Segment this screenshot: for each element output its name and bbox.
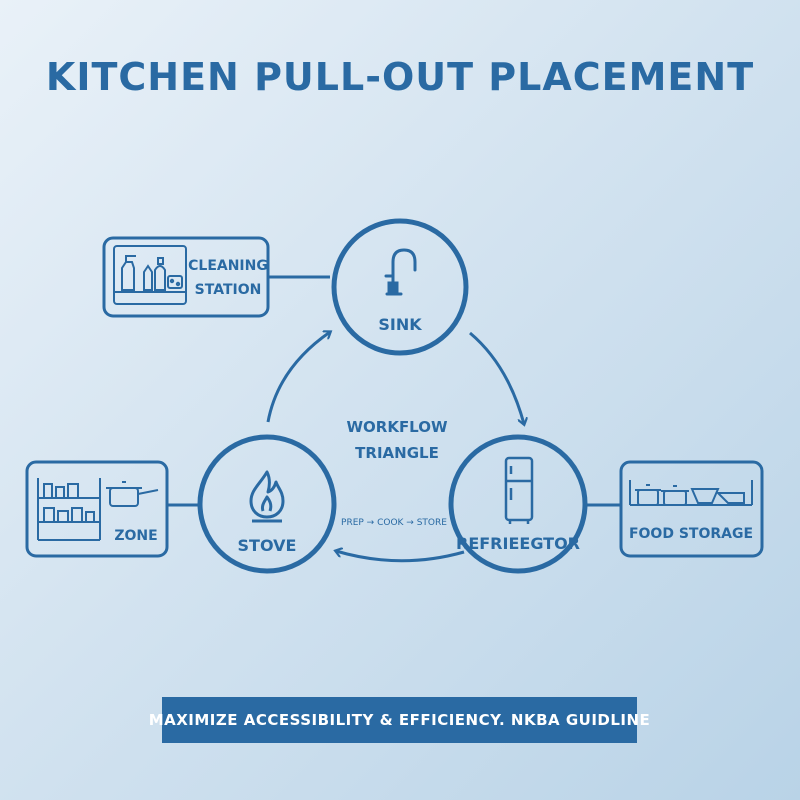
refrigerator-icon [504, 456, 534, 524]
faucet-icon [384, 248, 417, 296]
zone-box: ZONE [25, 460, 169, 558]
arrow-sink-to-refrigerator [469, 331, 524, 424]
workflow-label-1: WORKFLOW [346, 418, 447, 436]
shelves-pot-icon [37, 478, 159, 541]
workflow-label-2: TRIANGLE [355, 444, 439, 462]
cleaning-station-box: CLEANING STATION [102, 236, 270, 318]
cleaning-supplies-icon [113, 245, 187, 305]
flame-icon [249, 470, 285, 523]
workflow-flow-label: PREP → COOK → STORE [341, 518, 447, 528]
stove-node: STOVE [197, 434, 337, 574]
cleaning-station-label-2: STATION [195, 282, 262, 298]
guideline-banner: MAXIMIZE ACCESSIBILITY & EFFICIENCY. NKB… [149, 697, 650, 743]
stove-label: STOVE [238, 536, 297, 555]
food-storage-box: FOOD STORAGE [619, 460, 764, 558]
cleaning-station-label-1: CLEANING [188, 258, 268, 274]
arrow-stove-to-sink [266, 332, 330, 423]
refrigerator-node: REFRIEEGTOR [448, 434, 588, 574]
zone-label: ZONE [114, 528, 157, 544]
food-storage-label: FOOD STORAGE [629, 526, 753, 542]
sink-label: SINK [378, 315, 422, 334]
refrigerator-label: REFRIEEGTOR [456, 534, 580, 553]
sink-node: SINK [331, 218, 469, 356]
page-title: KITCHEN PULL-OUT PLACEMENT [46, 55, 754, 99]
arrow-refrigerator-to-stove [336, 551, 465, 563]
pots-shelf-icon [629, 480, 753, 506]
